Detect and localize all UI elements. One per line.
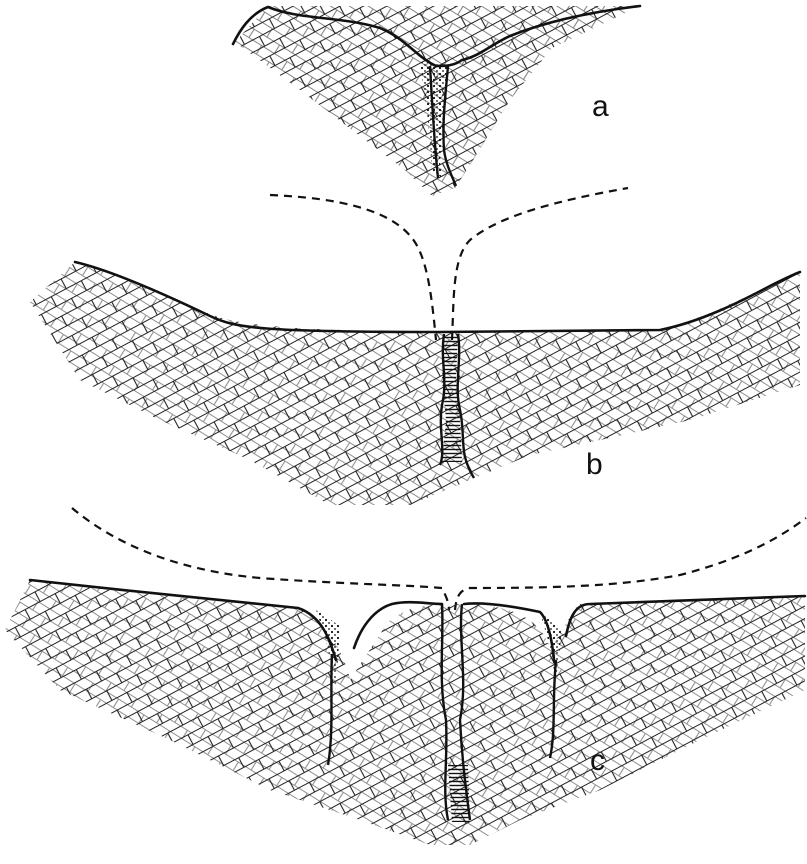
rock-mass-c-overlay — [5, 580, 805, 845]
panel-label-b: b — [586, 448, 603, 481]
rock-mass-b-overlay — [30, 262, 800, 505]
panel-a: a — [233, 6, 640, 196]
panel-label-c: c — [590, 744, 605, 777]
panel-c: c — [5, 508, 806, 845]
panel-b: b — [30, 188, 800, 505]
former-surface-b — [270, 188, 628, 340]
former-surface-c — [72, 508, 806, 610]
panel-label-a: a — [592, 90, 609, 123]
